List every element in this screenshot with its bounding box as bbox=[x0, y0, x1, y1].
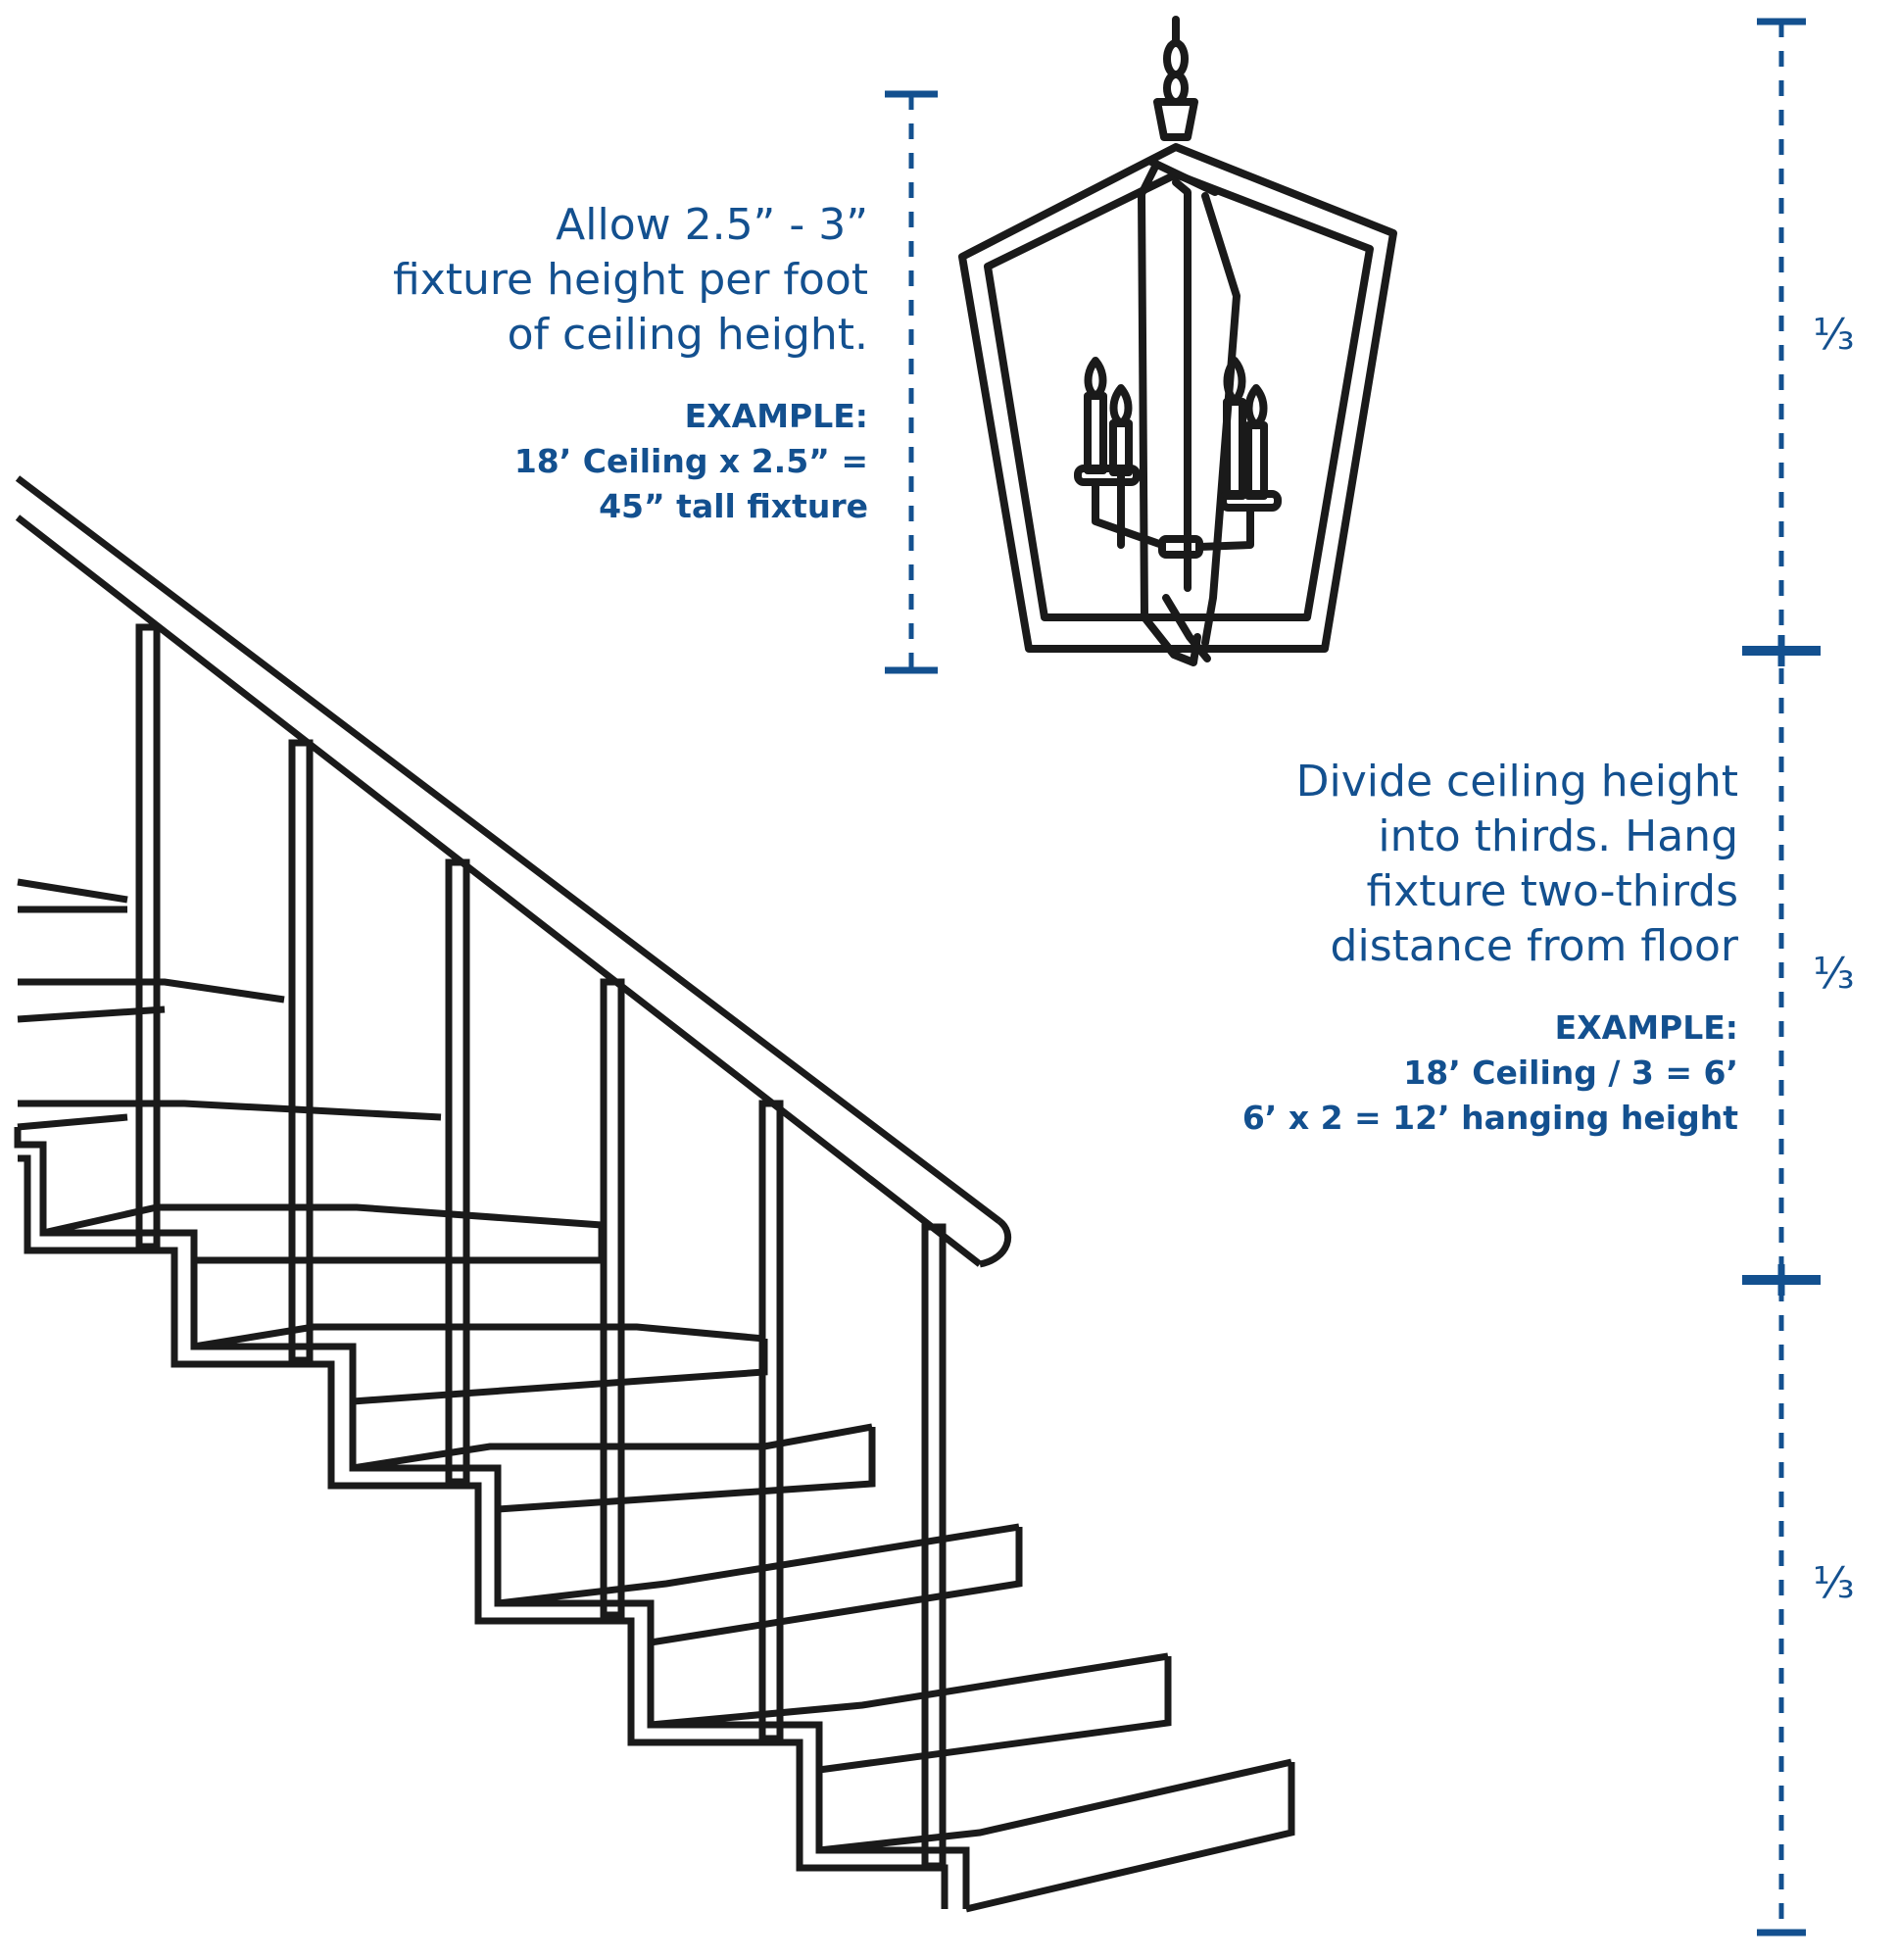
third-label-top: ⅓ bbox=[1813, 310, 1855, 360]
staircase-illustration bbox=[14, 475, 1295, 1913]
thirds-example-line: 6’ x 2 = 12’ hanging height bbox=[1241, 1099, 1738, 1137]
fixture-note-line: of ceiling height. bbox=[507, 310, 868, 360]
third-label-middle: ⅓ bbox=[1813, 949, 1855, 999]
thirds-note-line: distance from floor bbox=[1330, 921, 1738, 971]
fixture-example-line: 45” tall fixture bbox=[599, 487, 868, 525]
thirds-example-line: 18’ Ceiling / 3 = 6’ bbox=[1403, 1054, 1738, 1092]
lantern-chandelier-icon bbox=[958, 16, 1397, 666]
thirds-example-label: EXAMPLE: bbox=[1554, 1008, 1738, 1047]
fixture-example-label: EXAMPLE: bbox=[684, 397, 868, 435]
fixture-height-note: Allow 2.5” - 3” fixture height per foot … bbox=[319, 198, 868, 529]
thirds-note-line: Divide ceiling height bbox=[1295, 757, 1738, 807]
ceiling-height-dimension bbox=[1742, 18, 1821, 1936]
thirds-note-line: fixture two-thirds bbox=[1366, 866, 1738, 916]
thirds-note-line: into thirds. Hang bbox=[1378, 811, 1738, 861]
fixture-example-line: 18’ Ceiling x 2.5” = bbox=[513, 442, 868, 480]
third-label-bottom: ⅓ bbox=[1813, 1558, 1855, 1608]
hanging-height-note: Divide ceiling height into thirds. Hang … bbox=[1131, 755, 1738, 1141]
fixture-height-dimension bbox=[885, 90, 938, 674]
fixture-note-line: Allow 2.5” - 3” bbox=[556, 200, 868, 250]
fixture-note-line: fixture height per foot bbox=[393, 255, 868, 305]
